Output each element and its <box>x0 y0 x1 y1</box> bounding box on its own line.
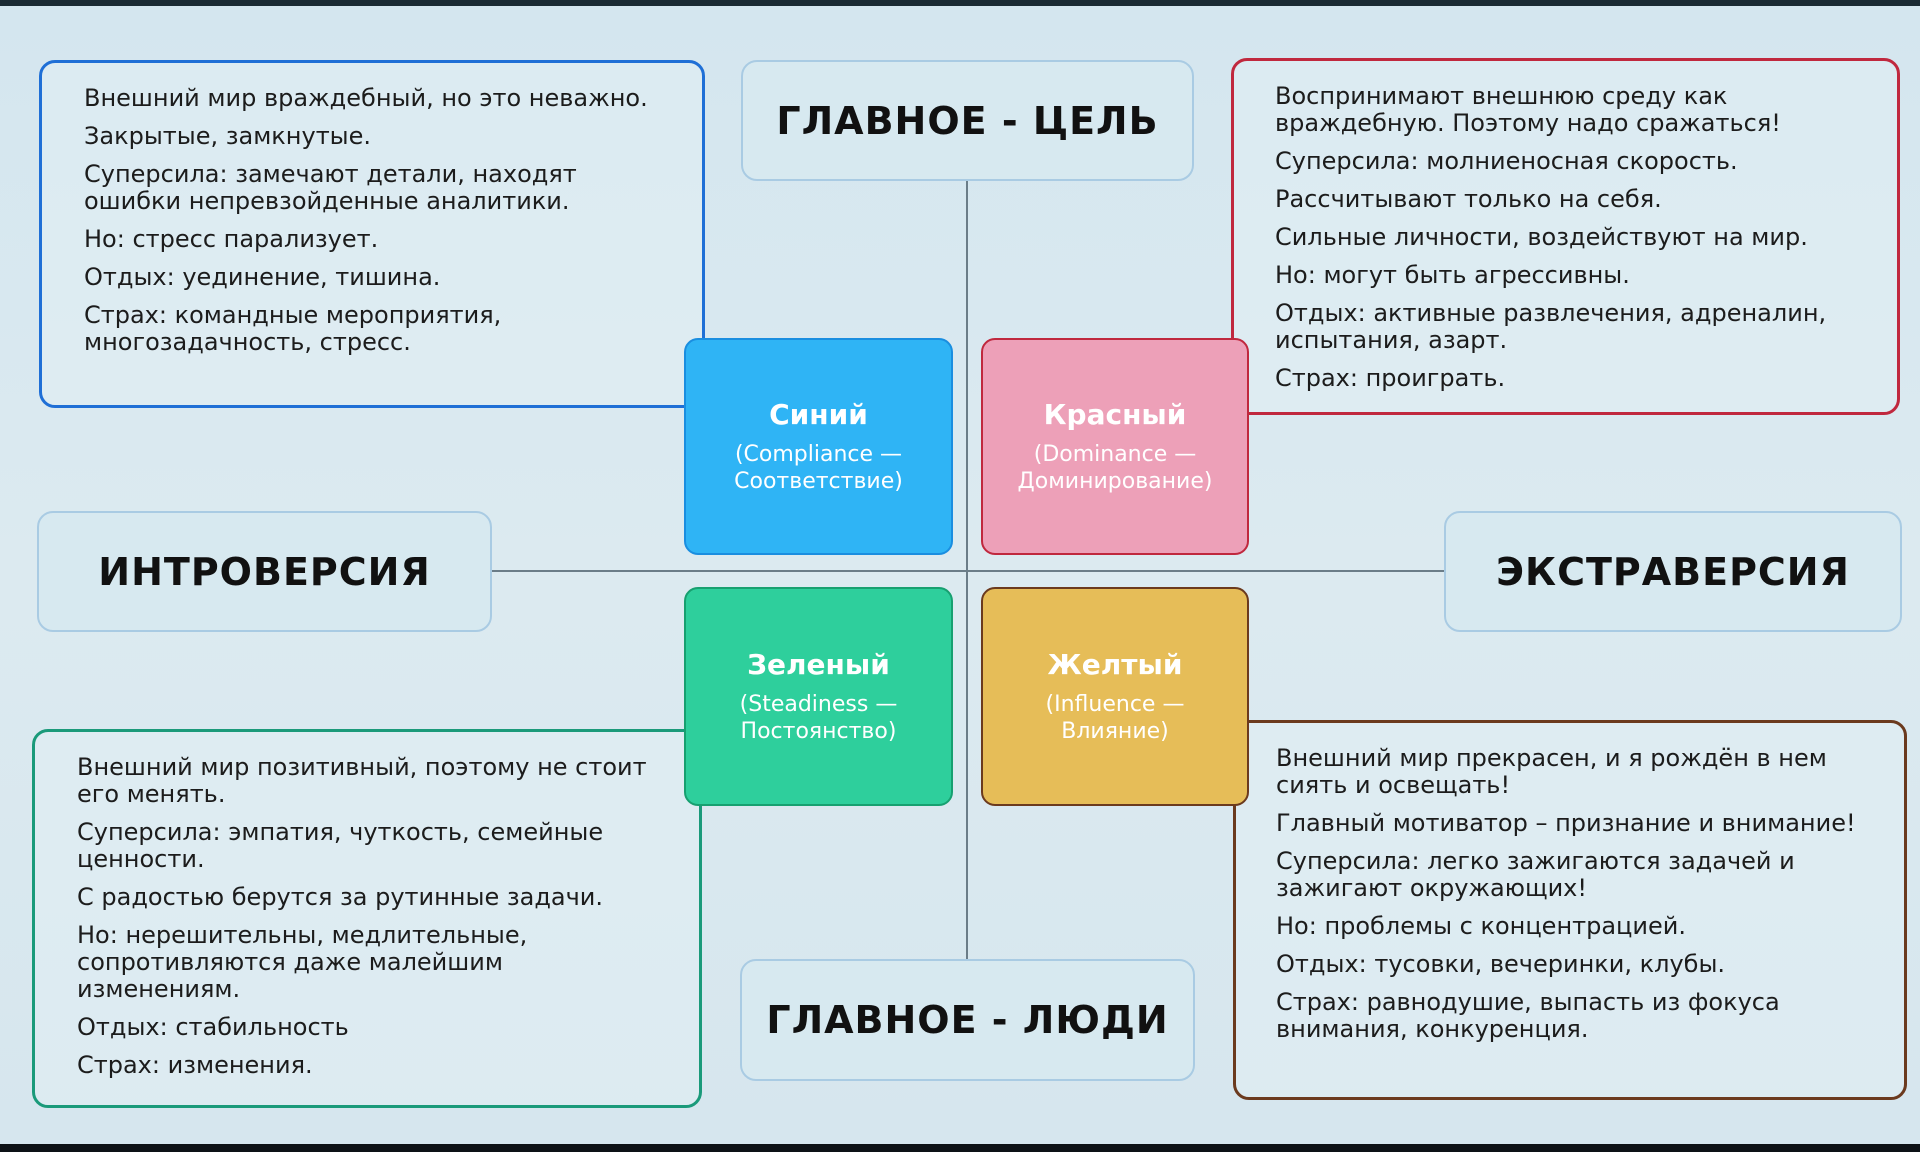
desc-line: Суперсила: легко зажигаются задачей и за… <box>1276 847 1795 902</box>
desc-line: Суперсила: замечают детали, находят ошиб… <box>84 160 577 215</box>
desc-line: С радостью берутся за рутинные задачи. <box>77 883 604 911</box>
desc-line: Внешний мир позитивный, поэтому не стоит… <box>77 753 647 808</box>
tile-title: Зеленый <box>747 648 890 681</box>
tile-subtitle: (Compliance — Соответствие) <box>734 442 903 494</box>
blue-description-box: Внешний мир враждебный, но это неважно. … <box>39 60 705 408</box>
tile-red: Красный (Dominance — Доминирование) <box>981 338 1249 555</box>
tile-subtitle: (Influence — Влияние) <box>1045 692 1185 744</box>
desc-line: Страх: равнодушие, выпасть из фокуса вни… <box>1276 988 1780 1043</box>
axis-label-left: ИНТРОВЕРСИЯ <box>37 511 492 632</box>
horizontal-axis-line <box>492 570 1444 572</box>
desc-line: Внешний мир прекрасен, и я рождён в нем … <box>1276 744 1827 799</box>
desc-line: Отдых: активные развлечения, адреналин, … <box>1275 299 1827 354</box>
desc-line: Суперсила: эмпатия, чуткость, семейные ц… <box>77 818 604 873</box>
desc-line: Рассчитывают только на себя. <box>1275 185 1662 213</box>
desc-line: Отдых: уединение, тишина. <box>84 263 441 291</box>
desc-line: Страх: командные мероприятия, многозадач… <box>84 301 502 356</box>
yellow-description-box: Внешний мир прекрасен, и я рождён в нем … <box>1233 720 1907 1100</box>
axis-label-top: ГЛАВНОЕ - ЦЕЛЬ <box>741 60 1194 181</box>
desc-line: Но: стресс парализует. <box>84 225 379 253</box>
top-bezel <box>0 0 1920 6</box>
tile-title: Красный <box>1043 398 1187 431</box>
desc-line: Страх: изменения. <box>77 1051 313 1079</box>
axis-label-right: ЭКСТРАВЕРСИЯ <box>1444 511 1902 632</box>
bottom-bezel <box>0 1144 1920 1152</box>
green-description-box: Внешний мир позитивный, поэтому не стоит… <box>32 729 702 1108</box>
desc-line: Но: проблемы с концентрацией. <box>1276 912 1686 940</box>
tile-subtitle: (Steadiness — Постоянство) <box>739 692 898 744</box>
desc-line: Страх: проиграть. <box>1275 364 1506 392</box>
desc-line: Воспринимают внешнюю среду как враждебну… <box>1275 82 1781 137</box>
desc-line: Главный мотиватор – признание и внимание… <box>1276 809 1856 837</box>
desc-line: Сильные личности, воздействуют на мир. <box>1275 223 1808 251</box>
desc-line: Закрытые, замкнутые. <box>84 122 372 150</box>
desc-line: Суперсила: молниеносная скорость. <box>1275 147 1738 175</box>
tile-title: Желтый <box>1047 648 1183 681</box>
tile-green: Зеленый (Steadiness — Постоянство) <box>684 587 953 806</box>
tile-subtitle: (Dominance — Доминирование) <box>1017 442 1213 494</box>
desc-line: Но: могут быть агрессивны. <box>1275 261 1630 289</box>
axis-label-bottom: ГЛАВНОЕ - ЛЮДИ <box>740 959 1195 1081</box>
tile-yellow: Желтый (Influence — Влияние) <box>981 587 1249 806</box>
tile-blue: Синий (Compliance — Соответствие) <box>684 338 953 555</box>
tile-title: Синий <box>769 398 868 431</box>
desc-line: Внешний мир враждебный, но это неважно. <box>84 84 648 112</box>
red-description-box: Воспринимают внешнюю среду как враждебну… <box>1231 58 1900 415</box>
desc-line: Отдых: стабильность <box>77 1013 349 1041</box>
desc-line: Отдых: тусовки, вечеринки, клубы. <box>1276 950 1726 978</box>
desc-line: Но: нерешительны, медлительные, сопротив… <box>77 921 528 1003</box>
